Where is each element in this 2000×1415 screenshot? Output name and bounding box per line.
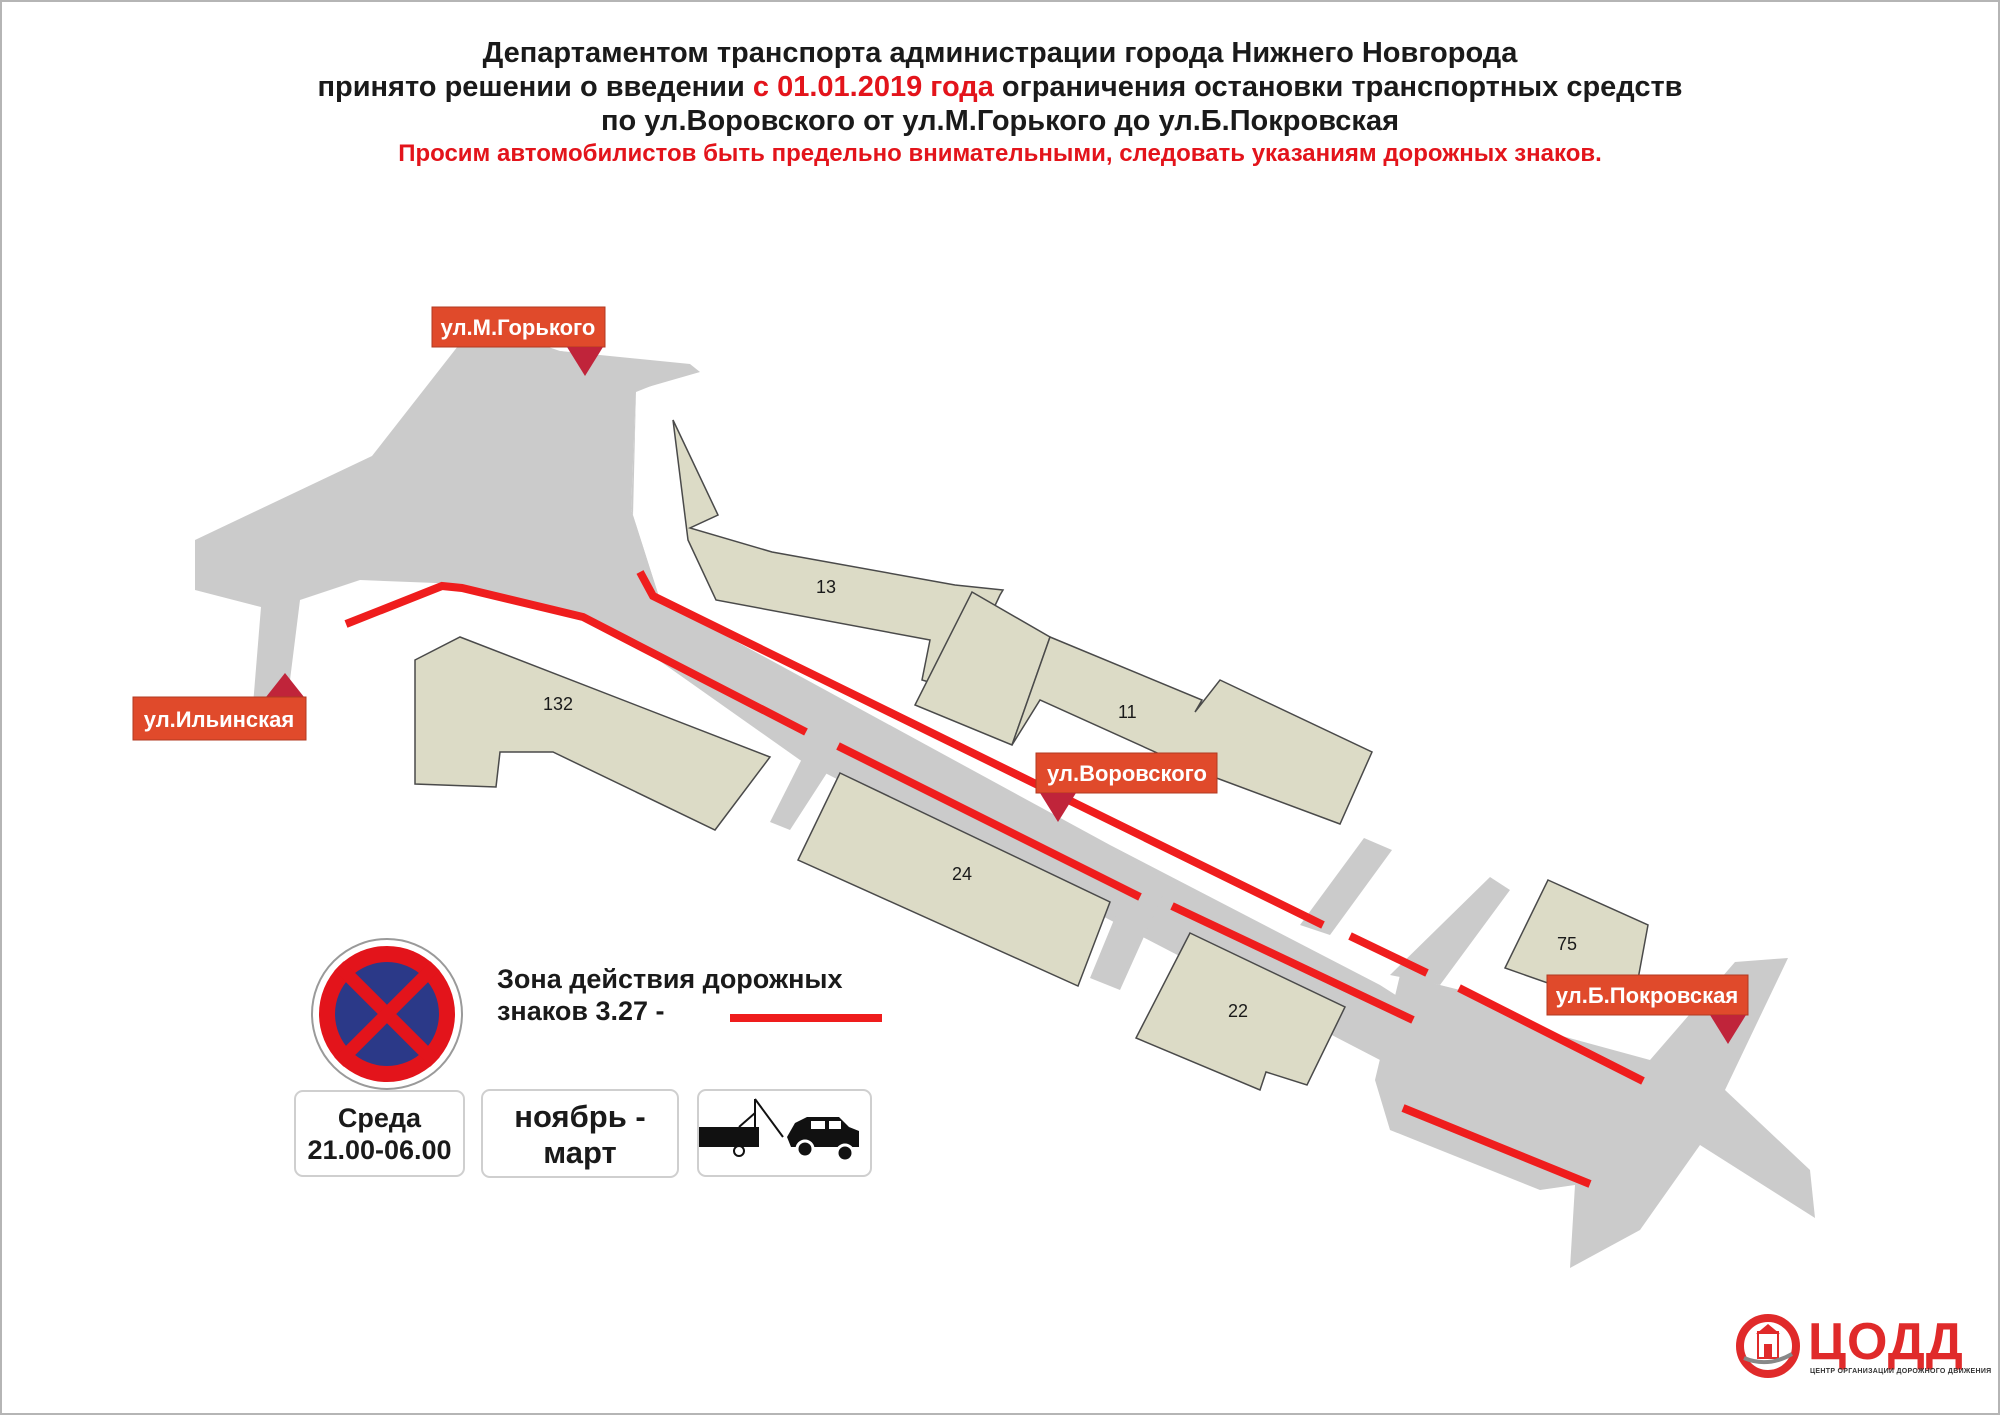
restriction-line-south-mid [836,742,1142,901]
road-lane-between-132-24 [770,733,845,830]
building-132 [414,636,772,831]
schedule-day-box: Среда 21.00-06.00 [294,1090,465,1177]
label-gorkogo-text: ул.М.Горького [441,315,596,340]
building-number-75: 75 [1557,934,1577,954]
label-ilyinskaya-text: ул.Ильинская [144,707,294,732]
buildings [414,419,1649,1092]
label-vorovskogo: ул.Воровского [1035,752,1218,822]
road-gorkogo-north [560,351,700,395]
label-gorkogo: ул.М.Горького [431,306,606,376]
legend-line-1: Зона действия дорожных [497,964,843,994]
building-number-24: 24 [952,864,972,884]
tow-away-box [697,1089,872,1177]
restriction-zone-lines [344,570,1645,1188]
building-22 [1134,932,1347,1092]
building-13 [672,419,1005,691]
restriction-line-north-east [1457,984,1645,1085]
schedule-months-line-2: март [543,1135,617,1170]
header-line-1: Департаментом транспорта администрации г… [482,37,1518,69]
codd-logo-icon [1736,1314,1800,1378]
header-line-2: принято решении о введении с 01.01.2019 … [0,70,2000,104]
building-11 [1011,636,1373,825]
no-stopping-sign-icon [311,938,463,1090]
road-network [195,330,1815,1268]
building-number-13: 13 [816,577,836,597]
restriction-line-north-mid [1348,932,1429,977]
header-line-2-start: принято решении о введении [317,71,753,103]
codd-logo: ЦОДД ЦЕНТР ОРГАНИЗАЦИИ ДОРОЖНОГО ДВИЖЕНИ… [1734,1313,1991,1378]
codd-logo-name: ЦОДД [1808,1313,1964,1371]
legend-description: Зона действия дорожных знаков 3.27 - [497,963,842,1027]
label-pokrovskaya: ул.Б.Покровская [1546,974,1749,1044]
label-ilyinskaya: ул.Ильинская [132,673,307,741]
schedule-months-line-1: ноябрь - [514,1099,646,1134]
legend-line-2: знаков 3.27 - [497,996,665,1026]
building-number-22: 22 [1228,1001,1248,1021]
codd-logo-subtitle: ЦЕНТР ОРГАНИЗАЦИИ ДОРОЖНОГО ДВИЖЕНИЯ [1810,1368,1992,1375]
header-line-2-end: ограничения остановки транспортных средс… [993,71,1683,103]
schedule-day: Среда [337,1103,422,1133]
building-number-132: 132 [543,694,573,714]
road-lane-west-of-75 [1390,877,1510,985]
building-24 [796,772,1111,988]
tow-truck-icon [699,1098,859,1163]
building-number-11: 11 [1118,702,1137,722]
label-pokrovskaya-text: ул.Б.Покровская [1556,983,1738,1008]
header-line-3: по ул.Воровского от ул.М.Горького до ул.… [600,105,1399,137]
restriction-line-south-east-2 [1401,1104,1592,1188]
schedule-time: 21.00-06.00 [307,1135,452,1165]
announcement-header: Департаментом транспорта администрации г… [0,36,2000,170]
effective-date: с 01.01.2019 года [752,71,994,103]
restriction-line-south-east-1 [1170,902,1415,1024]
road-pokrovskaya-crossing [1375,958,1815,1268]
road-lane-between-24-22 [1090,876,1165,990]
road-lane-north-of-75 [1300,838,1392,935]
street-labels: ул.М.Горького ул.Ильинская ул.Воровского… [132,306,1749,1044]
label-vorovskogo-text: ул.Воровского [1047,761,1207,786]
restriction-line-north-west [636,570,1325,929]
building-numbers: 13 132 11 24 22 75 [543,577,1577,1021]
driver-warning: Просим автомобилистов быть предельно вни… [398,140,1602,167]
schedule-months-box: ноябрь - март [481,1089,679,1178]
restriction-line-south-west [344,581,808,736]
